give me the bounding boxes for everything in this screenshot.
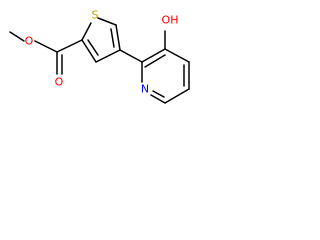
atom-o-carbonyl: O <box>55 76 64 89</box>
atom-oh-hydroxyl: OH <box>162 14 179 27</box>
atom-labels: O O S OH N <box>25 9 179 96</box>
atom-o-ester: O <box>25 35 34 48</box>
bond-c5-c4-1 <box>115 24 121 51</box>
bond-pyc2-pyc3-2 <box>144 54 166 68</box>
bond-pyc3-pyc4 <box>164 48 190 63</box>
bond-pyc2-pyc3-1 <box>141 48 166 63</box>
bond-oester-ccarbonyl <box>34 40 58 53</box>
bond-c2-s <box>81 22 92 41</box>
atom-n-pyridine: N <box>141 83 149 96</box>
bond-c3-c2-1 <box>81 39 97 63</box>
bond-methyl-oester <box>9 31 25 42</box>
bond-s-c5 <box>97 17 117 26</box>
bond-pyc5-pyc6 <box>164 88 190 104</box>
bonds <box>9 17 190 104</box>
bond-pyc6-n-2 <box>152 90 165 98</box>
bond-pyc6-n-1 <box>150 94 166 104</box>
bond-c4-pyc2 <box>119 49 143 63</box>
molecule-structure: O O S OH N <box>9 9 190 104</box>
bond-c3-c2-2 <box>87 39 99 56</box>
bond-c5-c4-2 <box>110 28 115 48</box>
bond-c4-c3 <box>95 49 121 63</box>
atom-s-thiophene: S <box>92 9 99 22</box>
bond-ccarbonyl-c2 <box>56 39 83 53</box>
